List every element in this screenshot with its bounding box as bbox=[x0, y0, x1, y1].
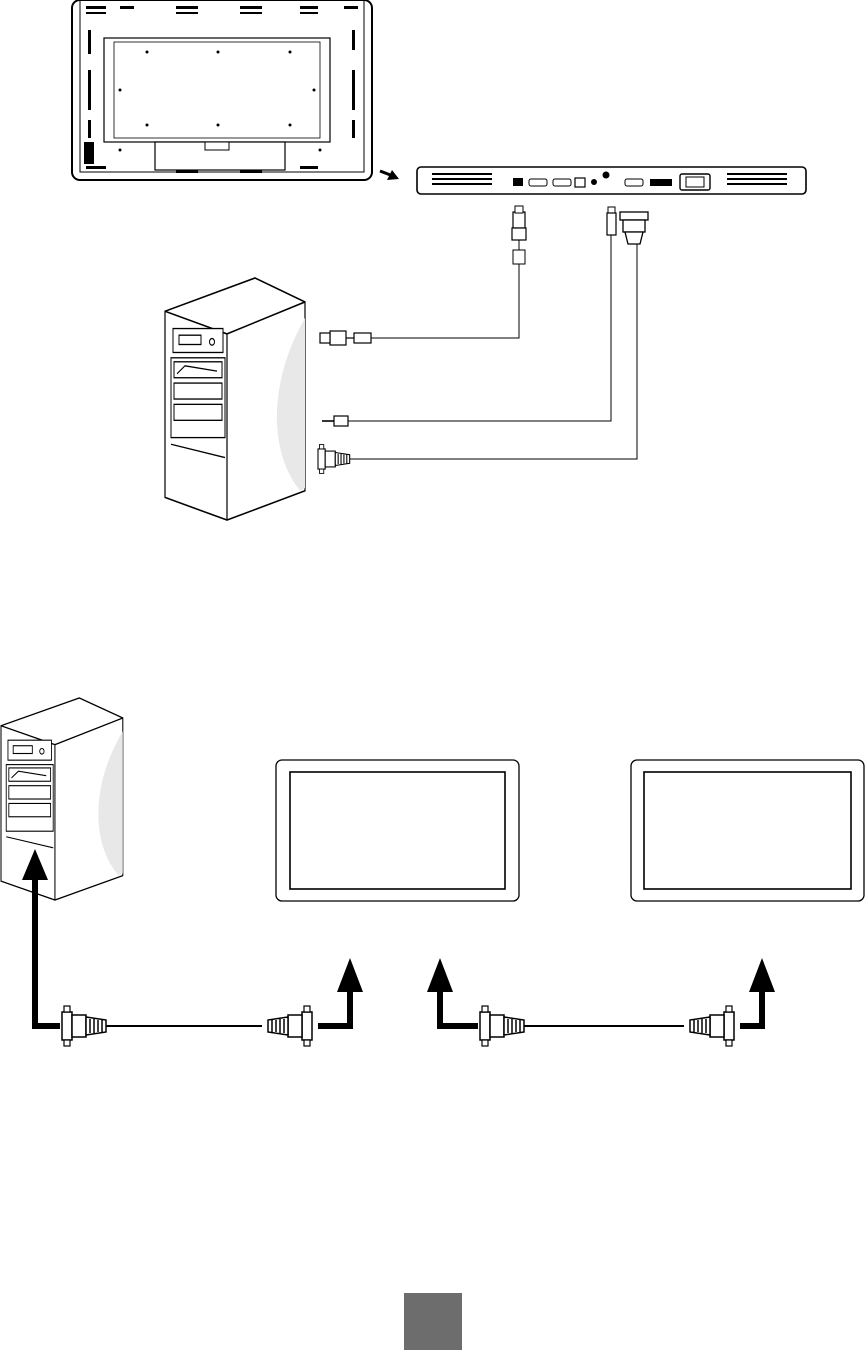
up-arrow-icon bbox=[337, 958, 363, 992]
vga-cable bbox=[348, 212, 648, 459]
pc-tower bbox=[165, 278, 305, 520]
usb-plug-icon bbox=[320, 331, 371, 345]
display-2 bbox=[631, 760, 864, 901]
vga-cable-2 bbox=[427, 958, 775, 1046]
vga-plug-icon bbox=[318, 445, 350, 474]
pc-tower bbox=[1, 698, 123, 900]
display-1 bbox=[276, 760, 519, 901]
connector-panel bbox=[417, 167, 806, 194]
up-arrow-icon bbox=[749, 958, 775, 992]
audio-plug-icon bbox=[322, 416, 348, 426]
page-number-tab bbox=[404, 1293, 462, 1350]
usb-cable bbox=[371, 206, 526, 338]
pointer-arrow-icon bbox=[380, 170, 399, 180]
monitor-rear bbox=[72, 0, 372, 180]
audio-cable bbox=[348, 207, 616, 421]
up-arrow-icon bbox=[427, 958, 453, 992]
